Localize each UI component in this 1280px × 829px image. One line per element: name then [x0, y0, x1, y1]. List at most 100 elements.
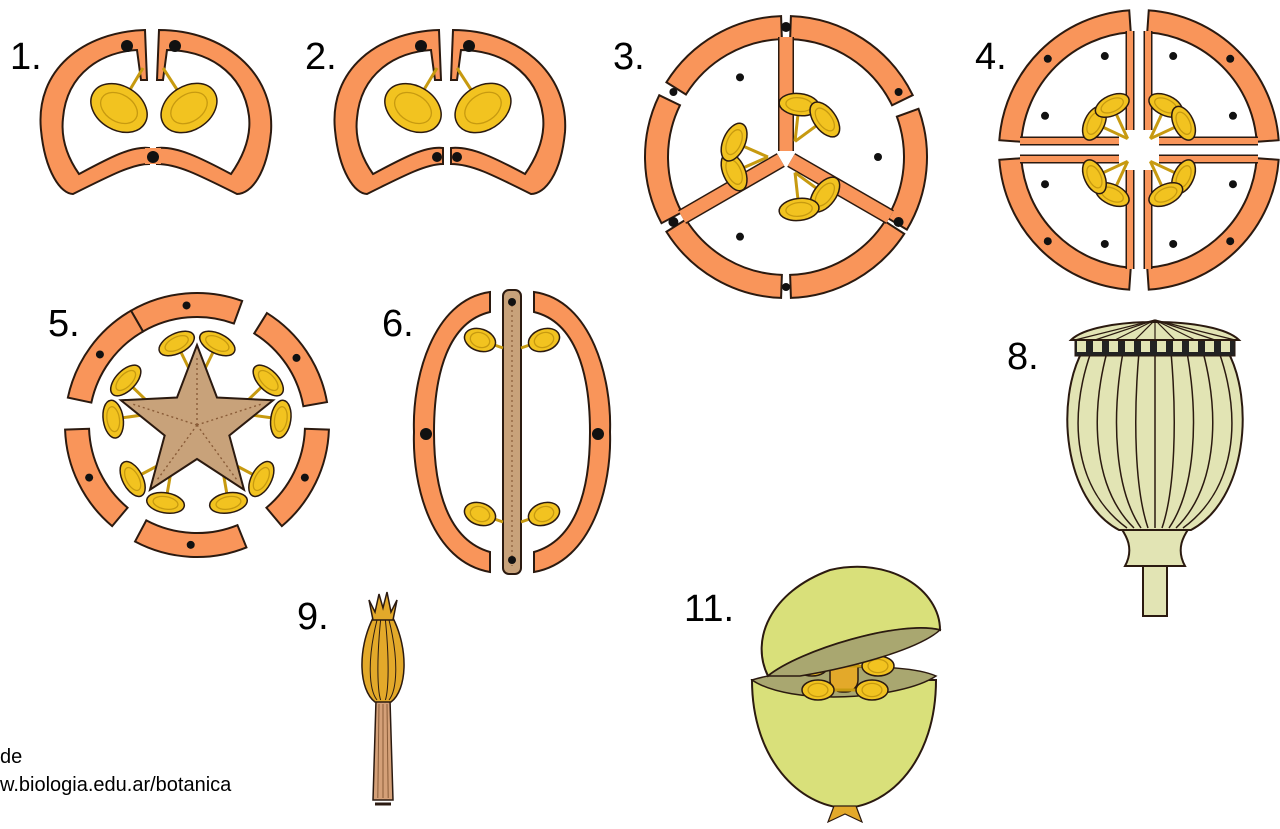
pedicel — [1143, 560, 1167, 616]
vascular-bundle — [1044, 55, 1052, 63]
section-6 — [414, 290, 610, 574]
seed — [446, 73, 520, 143]
seed — [82, 74, 156, 143]
label-8: 8. — [1007, 338, 1039, 376]
pod-crown — [369, 592, 397, 620]
vascular-bundle — [1101, 52, 1109, 60]
seed — [115, 458, 150, 501]
pyxis-base — [752, 680, 936, 808]
seed — [856, 680, 888, 700]
seed — [101, 399, 126, 439]
seed-coat — [268, 399, 293, 439]
pore — [1205, 341, 1214, 352]
seed — [145, 490, 186, 516]
seed — [152, 73, 226, 143]
pore — [1077, 341, 1086, 352]
label-9: 9. — [297, 598, 329, 636]
carpel-wall — [131, 293, 242, 331]
vascular-bundle — [187, 541, 195, 549]
seed-coat — [152, 73, 226, 143]
capsule-neck — [1121, 528, 1189, 566]
credit-line-1: de — [0, 744, 22, 770]
seed — [525, 324, 562, 355]
carpel-wall — [1147, 158, 1278, 289]
seed — [461, 324, 498, 355]
seed — [268, 399, 293, 439]
seed-coat — [778, 196, 820, 222]
pore — [1141, 341, 1150, 352]
vascular-bundle — [183, 301, 191, 309]
pod-body — [362, 618, 404, 702]
vascular-bundle — [1044, 237, 1052, 245]
vascular-bundle — [1101, 240, 1109, 248]
vascular-bundle — [1226, 55, 1234, 63]
label-5: 5. — [48, 305, 80, 343]
vascular-bundle — [508, 556, 516, 564]
seed-coat — [145, 490, 186, 516]
vascular-bundle — [508, 298, 516, 306]
seed-coat — [208, 490, 249, 516]
vascular-bundle — [874, 153, 882, 161]
section-3 — [645, 16, 927, 298]
carpel-wall — [999, 158, 1130, 289]
carpel-wall — [65, 429, 127, 526]
label-3: 3. — [613, 38, 645, 76]
carpel-wall — [999, 10, 1130, 141]
vascular-bundle — [592, 428, 604, 440]
vascular-bundle — [292, 354, 300, 362]
seed-coat — [446, 73, 520, 143]
star-column — [121, 345, 273, 490]
label-1: 1. — [10, 38, 42, 76]
vascular-bundle — [781, 22, 791, 32]
vascular-bundle — [736, 233, 744, 241]
pore — [1173, 341, 1182, 352]
seed — [208, 490, 249, 516]
seed-coat — [461, 498, 498, 529]
vascular-bundle — [668, 217, 678, 227]
section-2 — [334, 30, 565, 194]
figure-8 — [1067, 320, 1242, 616]
vascular-bundle — [432, 152, 442, 162]
vascular-bundle — [147, 151, 159, 163]
carpel-wall — [666, 220, 781, 298]
vascular-bundle — [463, 40, 475, 52]
seed-coat — [461, 324, 498, 355]
section-1 — [40, 30, 271, 194]
vascular-bundle — [1229, 180, 1237, 188]
label-4: 4. — [975, 38, 1007, 76]
vascular-bundle — [1169, 240, 1177, 248]
carpel-wall — [1147, 10, 1278, 141]
vascular-bundle — [1229, 112, 1237, 120]
seed-coat — [196, 326, 239, 361]
label-2: 2. — [305, 38, 337, 76]
seed — [155, 326, 198, 361]
carpel-wall — [266, 429, 328, 526]
seed — [778, 196, 820, 222]
seed-coat — [115, 458, 150, 501]
vascular-bundle — [85, 474, 93, 482]
carpel-wall — [666, 16, 781, 94]
carpel-wall — [790, 221, 904, 298]
seed-coat — [101, 399, 126, 439]
vascular-bundle — [1226, 237, 1234, 245]
vascular-bundle — [782, 283, 790, 291]
pore — [1157, 341, 1166, 352]
credit-line-2: w.biologia.edu.ar/botanica — [0, 772, 231, 798]
vascular-bundle — [894, 217, 904, 227]
pore — [1093, 341, 1102, 352]
label-11: 11. — [684, 590, 734, 628]
pore — [1125, 341, 1134, 352]
pore — [1189, 341, 1198, 352]
vascular-bundle — [736, 73, 744, 81]
seed — [196, 326, 239, 361]
carpel-wall — [887, 109, 927, 230]
vascular-bundle — [169, 40, 181, 52]
pore — [1221, 341, 1230, 352]
vascular-bundle — [420, 428, 432, 440]
seed-coat — [525, 324, 562, 355]
carpel-wall — [790, 16, 913, 105]
seed — [461, 498, 498, 529]
carpel-wall — [135, 520, 246, 557]
